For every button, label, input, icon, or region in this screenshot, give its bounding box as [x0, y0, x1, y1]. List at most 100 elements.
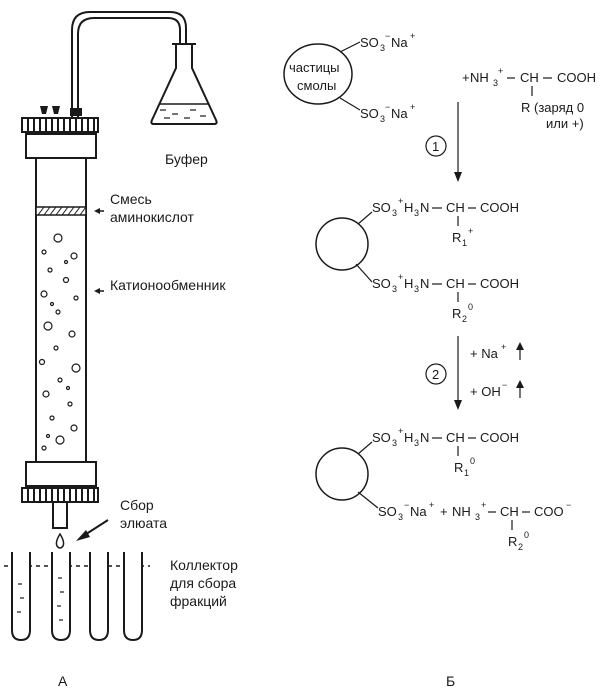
svg-text:R (заряд 0: R (заряд 0	[521, 100, 584, 115]
step-2-number: 2	[432, 367, 439, 382]
panel-a-label: А	[58, 673, 68, 689]
resin-particle-final	[315, 447, 369, 501]
collector-label-1: Коллектор	[170, 557, 238, 573]
svg-text:N: N	[420, 200, 429, 215]
resin-beads	[38, 233, 81, 451]
svg-text:−: −	[404, 500, 409, 510]
svg-text:3: 3	[380, 43, 385, 53]
svg-text:3: 3	[414, 208, 419, 218]
svg-text:0: 0	[470, 456, 475, 466]
amino-mix-label-1: Смесь	[110, 191, 152, 207]
svg-text:Na: Na	[391, 106, 408, 121]
svg-text:COOH: COOH	[557, 70, 596, 85]
buffer-label: Буфер	[165, 151, 208, 167]
eluate-label-2: элюата	[120, 515, 167, 531]
svg-text:или +): или +)	[546, 116, 584, 131]
eluate-label-1: Сбор	[120, 497, 154, 513]
cation-exchanger-label: Катионообменник	[110, 277, 226, 293]
svg-text:3: 3	[414, 438, 419, 448]
column-body	[35, 158, 87, 462]
svg-text:+: +	[398, 196, 403, 206]
resin-particle-initial	[283, 43, 353, 105]
svg-text:R: R	[454, 460, 463, 475]
svg-text:0: 0	[468, 302, 473, 312]
svg-text:3: 3	[493, 78, 498, 88]
svg-text:3: 3	[414, 284, 419, 294]
resin-label-1: частицы	[289, 60, 340, 75]
svg-text:+: +	[398, 272, 403, 282]
svg-text:1: 1	[462, 238, 467, 248]
svg-text:SO: SO	[372, 430, 391, 445]
svg-text:COOH: COOH	[480, 200, 519, 215]
column-bottom-cap	[21, 461, 99, 549]
svg-text:R: R	[508, 534, 517, 549]
fraction-collector	[4, 552, 150, 642]
svg-text:0: 0	[524, 530, 529, 540]
svg-text:CH: CH	[446, 200, 465, 215]
svg-text:NH: NH	[470, 70, 489, 85]
collector-label-2: для сбора	[170, 575, 236, 591]
collector-label-3: фракций	[170, 593, 227, 609]
svg-text:−: −	[385, 102, 390, 112]
svg-text:3: 3	[392, 284, 397, 294]
svg-text:COOH: COOH	[480, 276, 519, 291]
svg-text:CH: CH	[500, 504, 519, 519]
svg-text:COOH: COOH	[480, 430, 519, 445]
svg-text:SO: SO	[372, 200, 391, 215]
panel-b-label: Б	[446, 673, 455, 689]
svg-text:2: 2	[462, 314, 467, 324]
amino-mix-label-2: аминокислот	[110, 209, 194, 225]
svg-text:SO: SO	[360, 106, 379, 121]
svg-text:−: −	[385, 31, 390, 41]
svg-text:3: 3	[398, 512, 403, 522]
buffer-tube	[71, 11, 187, 120]
plus-na-label: + Na	[470, 346, 499, 361]
column-top-cap	[21, 106, 99, 159]
buffer-flask	[150, 43, 218, 125]
svg-text:−: −	[502, 380, 507, 390]
svg-text:+: +	[410, 102, 415, 112]
svg-text:NH: NH	[452, 504, 471, 519]
svg-text:N: N	[420, 276, 429, 291]
plus-oh-label: + OH	[470, 384, 501, 399]
svg-text:3: 3	[392, 208, 397, 218]
step-1-arrow: 1	[425, 102, 462, 182]
svg-text:R: R	[452, 230, 461, 245]
svg-text:+: +	[398, 426, 403, 436]
svg-text:1: 1	[464, 468, 469, 478]
svg-text:Na: Na	[391, 35, 408, 50]
svg-text:+: +	[410, 31, 415, 41]
svg-text:SO: SO	[378, 504, 397, 519]
svg-text:R: R	[452, 306, 461, 321]
resin-particle-bound	[315, 217, 369, 271]
step-1-number: 1	[432, 139, 439, 154]
svg-text:+: +	[429, 500, 434, 510]
resin-label-2: смолы	[297, 78, 336, 93]
svg-text:+: +	[498, 66, 503, 76]
svg-text:3: 3	[475, 512, 480, 522]
svg-text:+: +	[440, 504, 448, 519]
svg-text:+: +	[481, 500, 486, 510]
svg-text:COO: COO	[534, 504, 564, 519]
svg-text:N: N	[420, 430, 429, 445]
svg-text:CH: CH	[446, 430, 465, 445]
svg-text:Na: Na	[410, 504, 427, 519]
svg-text:H: H	[404, 276, 413, 291]
svg-text:3: 3	[392, 438, 397, 448]
svg-text:CH: CH	[520, 70, 539, 85]
svg-text:−: −	[566, 500, 571, 510]
svg-text:H: H	[404, 200, 413, 215]
svg-text:H: H	[404, 430, 413, 445]
svg-text:+: +	[462, 70, 470, 85]
svg-text:SO: SO	[360, 35, 379, 50]
svg-text:3: 3	[380, 114, 385, 124]
step-2-arrow: 2 + Na + + OH −	[425, 336, 524, 410]
